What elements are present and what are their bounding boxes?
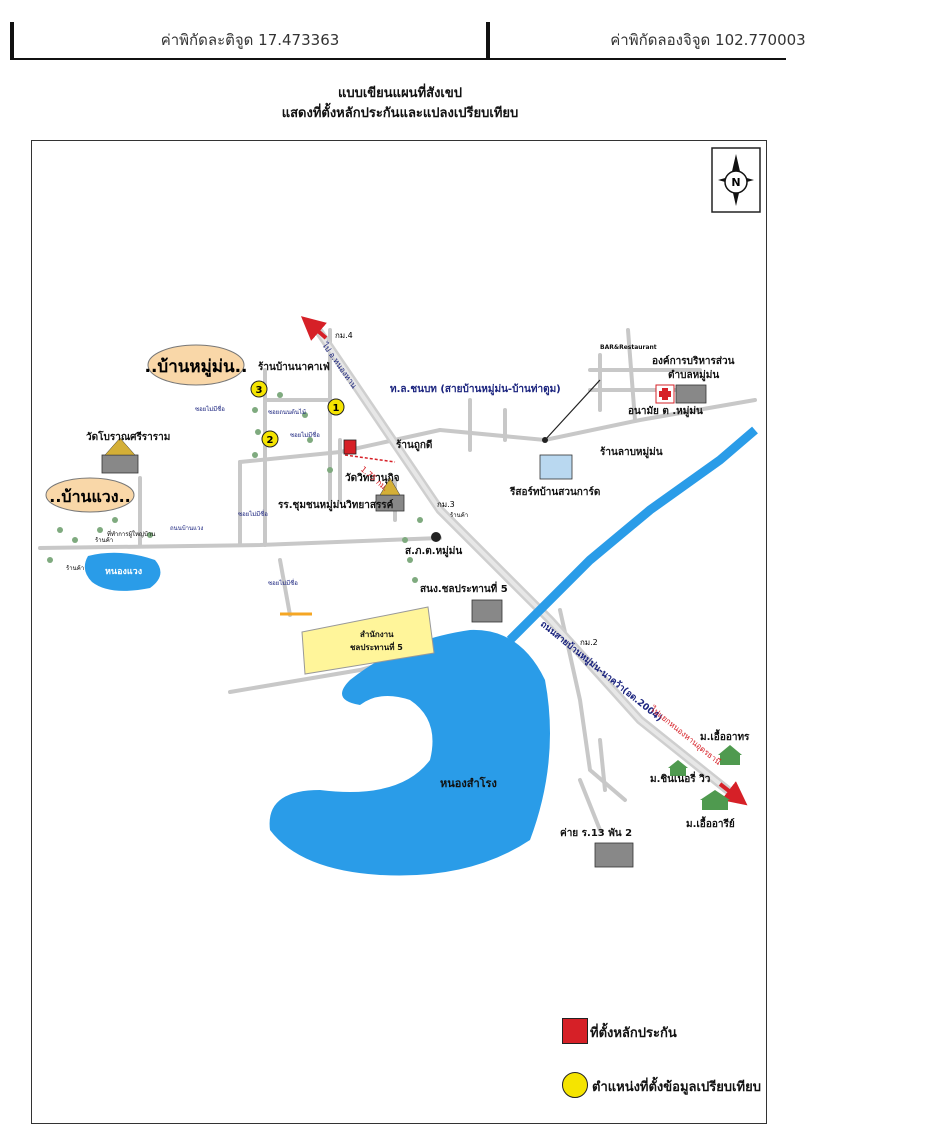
temple-icon	[104, 437, 401, 496]
latitude-label: ค่าพิกัดละติจูด 17.473363	[160, 31, 340, 49]
label-temple-wittaya: วัดวิทยานุกิจ	[345, 472, 400, 484]
label-sao-2: ตำบลหมู่ม่น	[668, 369, 719, 382]
north-arrow-icon: N	[711, 147, 761, 213]
label-road-rural: ท.ล.ชนบท (สายบ้านหมู่ม่น-บ้านท่าตูม)	[390, 383, 561, 396]
svg-text:2: 2	[267, 435, 274, 446]
svg-text:1: 1	[333, 403, 340, 414]
health-cross-icon	[655, 384, 675, 404]
north-direction-arrow	[300, 316, 328, 341]
label-road-waeng: ถนนบ้านแวง	[170, 525, 203, 532]
comparison-marker-1: 1	[327, 398, 345, 416]
label-temple-ancient: วัดโบราณศรีราราม	[86, 430, 170, 443]
header-mid-bar	[486, 22, 490, 58]
southeast-direction-arrow	[718, 781, 748, 806]
canal	[506, 426, 758, 644]
legend-collateral-label: ที่ตั้งหลักประกัน	[590, 1026, 677, 1041]
tree-dots	[47, 392, 423, 583]
comparison-marker-2: 2	[261, 430, 279, 448]
map-frame	[31, 140, 767, 1124]
building-icons	[101, 384, 707, 868]
label-km2: กม.2	[580, 638, 598, 647]
label-shop-small-1: ร้านค้า	[450, 512, 468, 519]
label-soi-4: ซอยไม่มีชื่อ	[268, 579, 298, 587]
label-school: รร.ชุมชนหมู่ม่นวิทยาสรรค์	[278, 499, 394, 512]
north-letter: N	[731, 176, 740, 189]
label-irrigation-office-2: ชลประทานที่ 5	[350, 641, 403, 652]
label-km3: กม.3	[437, 500, 455, 509]
housing-icons	[668, 745, 742, 810]
label-shop-small-2: ร้านค้า	[66, 565, 84, 572]
legend-comparison-label: ตำแหน่งที่ตั้งข้อมูลเปรียบเทียบ	[592, 1080, 761, 1095]
label-village-hall: ที่ทำการผู้ใหญ่บ้าน	[107, 530, 155, 538]
label-km4: กม.4	[335, 331, 353, 340]
pond-samrong	[269, 629, 550, 876]
label-soi-2: ซอยไม่มีชื่อ	[290, 431, 320, 439]
header-left-bar	[10, 22, 14, 58]
police-icon	[431, 532, 441, 542]
legend-collateral-swatch	[562, 1018, 588, 1044]
village-oval-mu-man	[147, 344, 245, 386]
label-irrigation: สนง.ชลประทานที่ 5	[420, 581, 508, 595]
label-shop-lan: ร้านลาบหมู่ม่น	[600, 446, 663, 459]
label-pond-samrong: หนองสำโรง	[440, 776, 497, 790]
legend-comparison-swatch	[562, 1072, 588, 1098]
label-cafe: ร้านบ้านนาคาเฟ่	[258, 361, 330, 373]
label-resort: รีสอร์ทบ้านสวนการ์ด	[509, 486, 600, 498]
header-bottom-line	[10, 58, 786, 60]
label-village-euaarisa: ม.เอื้ออารีย์	[686, 816, 735, 830]
label-soi-1: ซอยไม่มีชื่อ	[195, 405, 225, 413]
label-shop-thukdee: ร้านถูกดี	[396, 439, 432, 452]
label-irrigation-office-1: สำนักงาน	[360, 630, 394, 639]
longitude-label: ค่าพิกัดลองจิจูด 102.770003	[610, 31, 806, 49]
map-title: แบบเขียนแผนที่สังเขป	[337, 86, 463, 101]
collateral-marker	[343, 439, 357, 455]
village-label-waeng: ..บ้านแวง..	[49, 487, 131, 506]
irrigation-land	[301, 606, 435, 675]
map-subtitle: แสดงที่ตั้งหลักประกันและแปลงเปรียบเทียบ	[281, 106, 519, 121]
village-oval-waeng	[45, 477, 135, 513]
label-soi-tree: ซอยถนนต้นไม้	[268, 408, 306, 416]
svg-text:3: 3	[256, 385, 263, 396]
pond-waeng	[84, 552, 161, 591]
label-health: อนามัย ต .หมู่ม่น	[628, 405, 703, 418]
label-pond-waeng: หนองแวง	[105, 567, 142, 577]
comparison-marker-3: 3	[250, 380, 268, 398]
label-village-euaathorn: ม.เอื้ออาทร	[700, 729, 750, 743]
label-camp: ค่าย ร.13 พัน 2	[560, 827, 632, 839]
label-shop-small-3: ร้านค้า	[95, 537, 113, 544]
label-bar: BAR&Restaurant	[600, 344, 657, 351]
label-police: ส.ภ.ต.หมู่ม่น	[405, 545, 462, 558]
label-road-highway: ถนนสายบ้านหมู่ม่น-นาคว้า(อด.2004)	[538, 619, 664, 724]
label-soi-3: ซอยไม่มีชื่อ	[238, 510, 268, 518]
village-label-mu-man: ..บ้านหมู่ม่น..	[144, 357, 247, 378]
label-sao-1: องค์การบริหารส่วน	[652, 355, 735, 367]
label-village-sinnaree: ม.ชินเนอรี่ วิว	[650, 771, 711, 785]
